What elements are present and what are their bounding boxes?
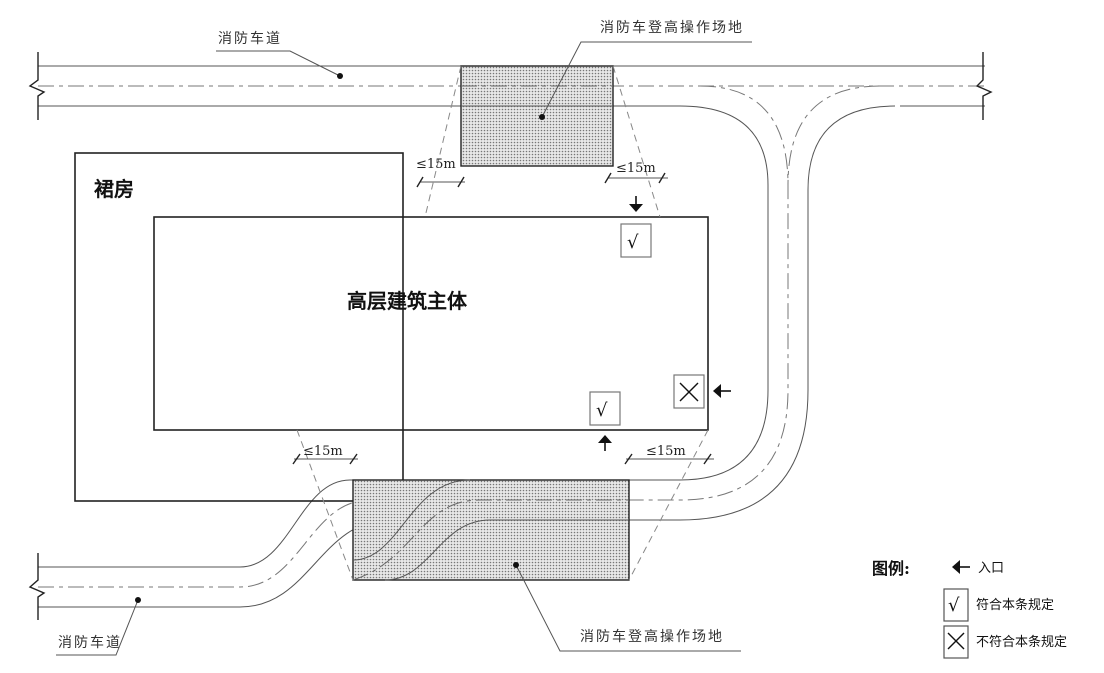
legend-item-compliant: √ 符合本条规定 <box>943 588 1054 622</box>
dimension-top-left: ≤15m <box>416 157 465 188</box>
cross-icon <box>947 632 965 650</box>
check-icon: √ <box>948 595 960 616</box>
main-building-label: 高层建筑主体 <box>347 289 468 313</box>
fire-road-top-label: 消防车道 <box>218 30 282 47</box>
check-icon: √ <box>596 400 608 421</box>
legend-item-entrance: 入口 <box>952 560 1004 576</box>
projection-lines <box>296 65 709 581</box>
arrow-left-icon <box>713 384 731 398</box>
platform-bottom-label: 消防车登高操作场地 <box>580 628 724 645</box>
break-symbol-bottom-left <box>28 553 46 620</box>
dimension-bottom-right: ≤15m <box>624 444 714 465</box>
arrow-left-icon <box>952 560 970 574</box>
podium-building <box>74 152 404 502</box>
leader-dot <box>135 597 141 603</box>
leader-fire-road-top: 消防车道 <box>216 30 343 79</box>
break-symbol-left <box>28 52 46 120</box>
platform-bottom <box>352 479 630 581</box>
dimension-label: ≤15m <box>646 444 686 459</box>
fire-road-bottom-label: 消防车道 <box>58 634 122 651</box>
legend: 图例: 入口 √ 符合本条规定 不符合本条规定 <box>872 559 1067 659</box>
legend-label: 入口 <box>978 561 1004 576</box>
dimension-bottom-left: ≤15m <box>292 444 358 465</box>
cross-icon <box>679 382 699 402</box>
legend-label: 符合本条规定 <box>976 597 1054 613</box>
dimension-label: ≤15m <box>416 157 456 172</box>
leader-platform-top: 消防车登高操作场地 <box>539 19 752 120</box>
leader-dot <box>337 73 343 79</box>
leader-platform-bottom: 消防车登高操作场地 <box>513 562 741 652</box>
dimension-top-right: ≤15m <box>604 161 668 184</box>
dimension-label: ≤15m <box>303 444 343 459</box>
check-icon: √ <box>627 232 639 253</box>
check-box <box>943 588 969 622</box>
cross-box <box>943 625 969 659</box>
entrance-right <box>673 374 731 409</box>
legend-title: 图例: <box>872 559 910 578</box>
leader-fire-road-bottom: 消防车道 <box>56 597 141 656</box>
arrow-down-icon <box>629 196 643 212</box>
leader-dot <box>513 562 519 568</box>
entrance-bottom: √ <box>589 391 621 451</box>
fire-road-loop <box>628 85 896 521</box>
entrance-top: √ <box>620 196 652 258</box>
podium-label: 裙房 <box>94 177 134 201</box>
arrow-up-icon <box>598 435 612 451</box>
check-box <box>589 391 621 426</box>
platform-top-label: 消防车登高操作场地 <box>600 19 744 36</box>
leader-dot <box>539 114 545 120</box>
platform-top <box>460 65 614 167</box>
legend-item-noncompliant: 不符合本条规定 <box>943 625 1067 659</box>
legend-label: 不符合本条规定 <box>976 634 1067 650</box>
check-box <box>620 223 652 258</box>
dimension-label: ≤15m <box>616 161 656 176</box>
main-building <box>153 216 709 431</box>
break-symbol-right <box>975 52 993 120</box>
